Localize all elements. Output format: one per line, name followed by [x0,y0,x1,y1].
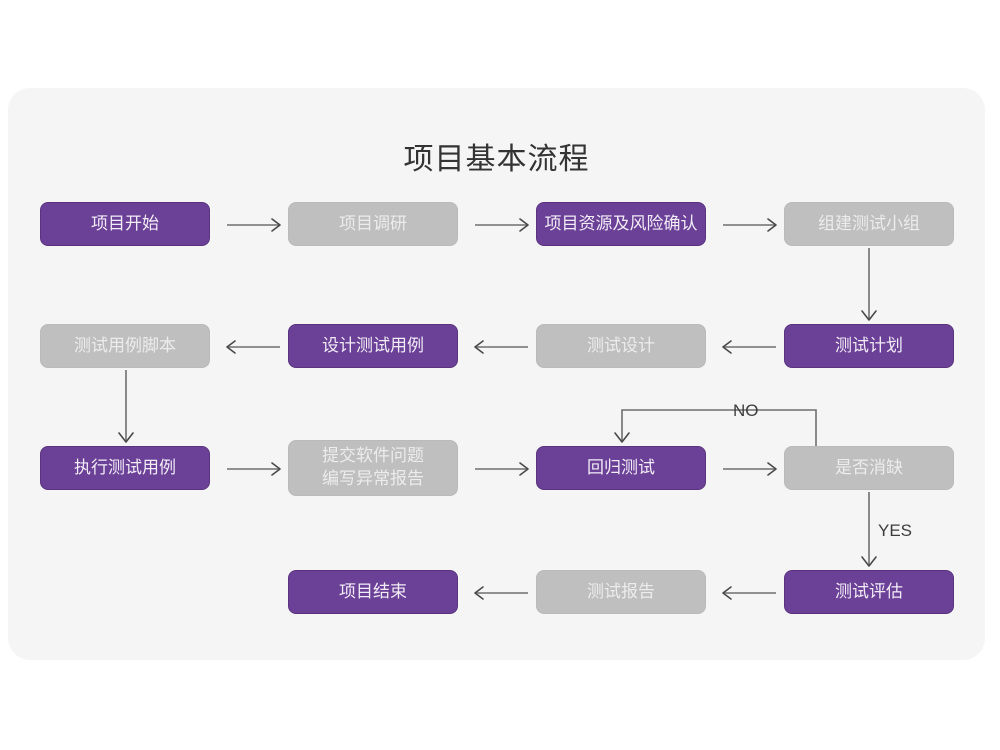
flowchart-card: 项目基本流程 [8,88,985,660]
edge-n12-n15-yes [861,492,877,567]
edge-n8-n7 [722,340,776,354]
node-test-case-script[interactable]: 测试用例脚本 [40,324,210,368]
edge-label-no: NO [733,401,759,420]
edge-n11-n12 [723,462,777,476]
edge-n2-n3 [475,218,529,232]
edge-n1-n2 [227,218,281,232]
edge-n12-n11-no [614,409,817,446]
node-form-test-team[interactable]: 组建测试小组 [784,202,954,246]
node-execute-test-case[interactable]: 执行测试用例 [40,446,210,490]
node-resource-risk-confirmation[interactable]: 项目资源及风险确认 [536,202,706,246]
edge-n5-n9 [118,370,134,443]
edge-n15-n14 [722,586,776,600]
node-project-start[interactable]: 项目开始 [40,202,210,246]
edge-n7-n6 [474,340,528,354]
edge-label-yes: YES [878,521,913,540]
node-submit-defect-report[interactable]: 提交软件问题 编写异常报告 [288,440,458,496]
node-regression-test[interactable]: 回归测试 [536,446,706,490]
edge-n14-n13 [474,586,528,600]
page-title: 项目基本流程 [403,143,590,176]
edge-n6-n5 [226,340,280,354]
node-project-research[interactable]: 项目调研 [288,202,458,246]
edge-n9-n10 [227,462,281,476]
node-test-plan[interactable]: 测试计划 [784,324,954,368]
node-test-evaluation[interactable]: 测试评估 [784,570,954,614]
node-test-design[interactable]: 测试设计 [536,324,706,368]
edge-n3-n4 [723,218,777,232]
edge-n4-n8 [861,248,877,321]
node-defect-resolved-decision[interactable]: 是否消缺 [784,446,954,490]
node-test-report[interactable]: 测试报告 [536,570,706,614]
edge-n10-n11 [475,462,529,476]
node-project-end[interactable]: 项目结束 [288,570,458,614]
node-design-test-case[interactable]: 设计测试用例 [288,324,458,368]
